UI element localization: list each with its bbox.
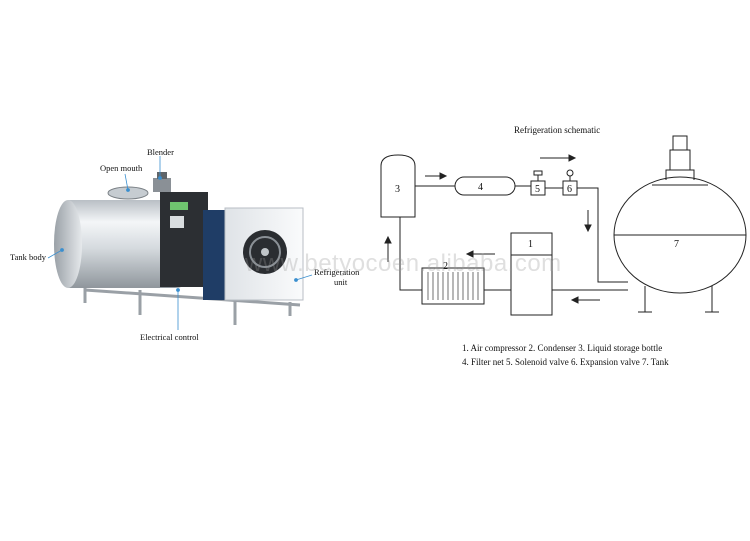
filter-net: [454, 176, 516, 196]
condenser-fins: [427, 272, 479, 300]
component-number-1: 1: [528, 239, 533, 250]
component-number-2: 2: [443, 261, 448, 272]
blender-motor: [153, 172, 171, 192]
component-number-7: 7: [674, 239, 679, 250]
tank-body-label: Tank body: [10, 252, 46, 262]
component-number-4: 4: [478, 182, 483, 193]
milk-cooling-tank-photo: [54, 172, 304, 325]
tank-blender-motor: [652, 135, 708, 186]
watermark: www.betyocoen.alibaba.com: [245, 250, 562, 277]
legend-line-1: 1. Air compressor 2. Condenser 3. Liquid…: [462, 343, 663, 353]
air-compressor-body: [510, 254, 553, 316]
schematic-title: Refrigeration schematic: [514, 125, 601, 135]
open-mouth-label: Open mouth: [100, 163, 143, 173]
liquid-storage-bottle: [380, 154, 416, 218]
photo-leader-lines: [47, 156, 313, 330]
expansion-valve-knob: [566, 169, 574, 177]
refrigeration-unit-label-line1: Refrigeration: [314, 267, 360, 277]
component-number-3: 3: [395, 184, 400, 195]
pipe-condenser-to-bottle: [399, 217, 422, 291]
refrigeration-unit-label-line2: unit: [334, 277, 348, 287]
tank-leg-left: [638, 286, 652, 313]
component-legend: 1. Air compressor 2. Condenser 3. Liquid…: [462, 341, 669, 369]
electrical-control-box: [160, 192, 208, 287]
open-mouth-lid: [107, 186, 149, 200]
electrical-control-label: Electrical control: [140, 332, 199, 342]
condenser: [421, 267, 485, 305]
tank-leg-right: [705, 286, 719, 313]
solenoid-valve-stem: [533, 170, 543, 181]
legend-line-2: 4. Filter net 5. Solenoid valve 6. Expan…: [462, 357, 669, 367]
component-number-6: 6: [567, 184, 572, 195]
flow-arrows: [384, 154, 600, 304]
refrigeration-unit: [203, 207, 304, 301]
pipe-expansion-to-tank: [577, 187, 628, 283]
component-number-5: 5: [535, 184, 540, 195]
blender-label: Blender: [147, 147, 174, 157]
